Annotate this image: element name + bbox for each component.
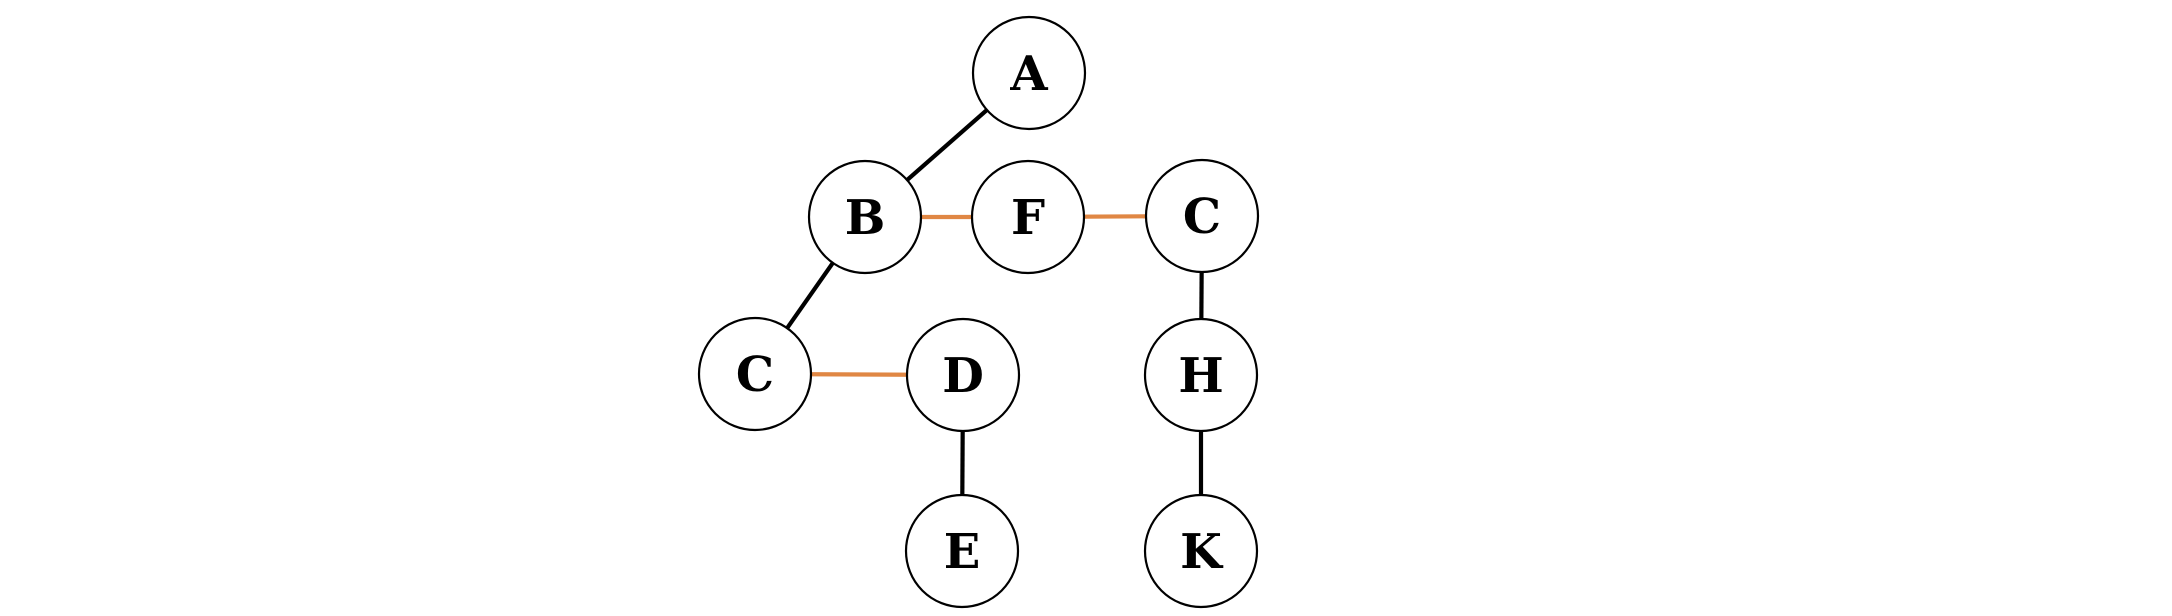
node-K: K — [1143, 493, 1259, 609]
node-F-circle — [970, 159, 1086, 275]
node-D: D — [905, 317, 1021, 433]
node-A: A — [971, 15, 1087, 131]
node-D-circle — [905, 317, 1021, 433]
node-C-left: C — [697, 316, 813, 432]
node-F: F — [970, 159, 1086, 275]
node-E: E — [904, 493, 1020, 609]
node-C-right: C — [1144, 158, 1260, 274]
node-B: B — [807, 159, 923, 275]
node-B-circle — [807, 159, 923, 275]
node-H-circle — [1143, 317, 1259, 433]
node-A-circle — [971, 15, 1087, 131]
node-K-circle — [1143, 493, 1259, 609]
node-E-circle — [904, 493, 1020, 609]
edges-layer — [753, 71, 1205, 552]
node-C-left-circle — [697, 316, 813, 432]
node-C-right-circle — [1144, 158, 1260, 274]
node-H: H — [1143, 317, 1259, 433]
